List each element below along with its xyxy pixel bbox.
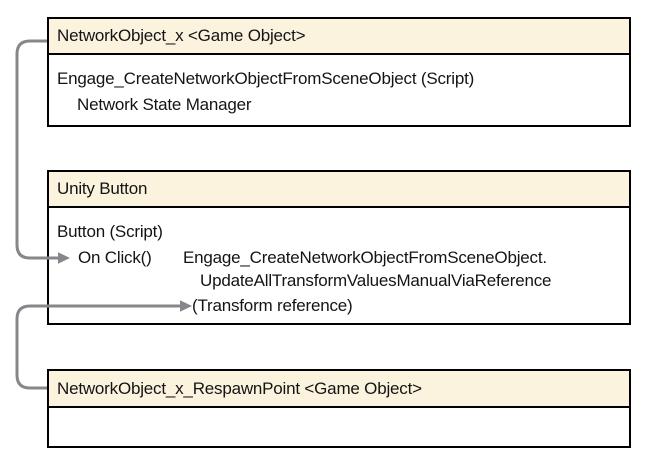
box-unity-button-header: Unity Button — [49, 172, 629, 208]
box-network-object-body: Engage_CreateNetworkObjectFromSceneObjec… — [49, 55, 629, 125]
network-object-property-line: Network State Manager — [77, 95, 252, 114]
unity-button-handler-method: UpdateAllTransformValuesManualViaReferen… — [200, 271, 552, 290]
box-network-object-header: NetworkObject_x <Game Object> — [49, 19, 629, 55]
box-unity-button-body: Button (Script) On Click() Engage_Create… — [49, 208, 629, 323]
box-respawn-point-header: NetworkObject_x_RespawnPoint <Game Objec… — [49, 371, 629, 408]
unity-button-script-line: Button (Script) — [57, 222, 163, 241]
box-unity-button: Unity Button Button (Script) On Click() … — [47, 170, 631, 325]
network-object-script-line: Engage_CreateNetworkObjectFromSceneObjec… — [57, 69, 475, 88]
unity-button-handler-target: Engage_CreateNetworkObjectFromSceneObjec… — [183, 248, 547, 267]
unity-button-on-click-label: On Click() — [78, 248, 152, 267]
box-network-object: NetworkObject_x <Game Object> Engage_Cre… — [47, 17, 631, 127]
box-respawn-point-body — [49, 408, 629, 446]
unity-button-handler-argument: (Transform reference) — [192, 296, 353, 315]
box-respawn-point: NetworkObject_x_RespawnPoint <Game Objec… — [47, 369, 631, 448]
